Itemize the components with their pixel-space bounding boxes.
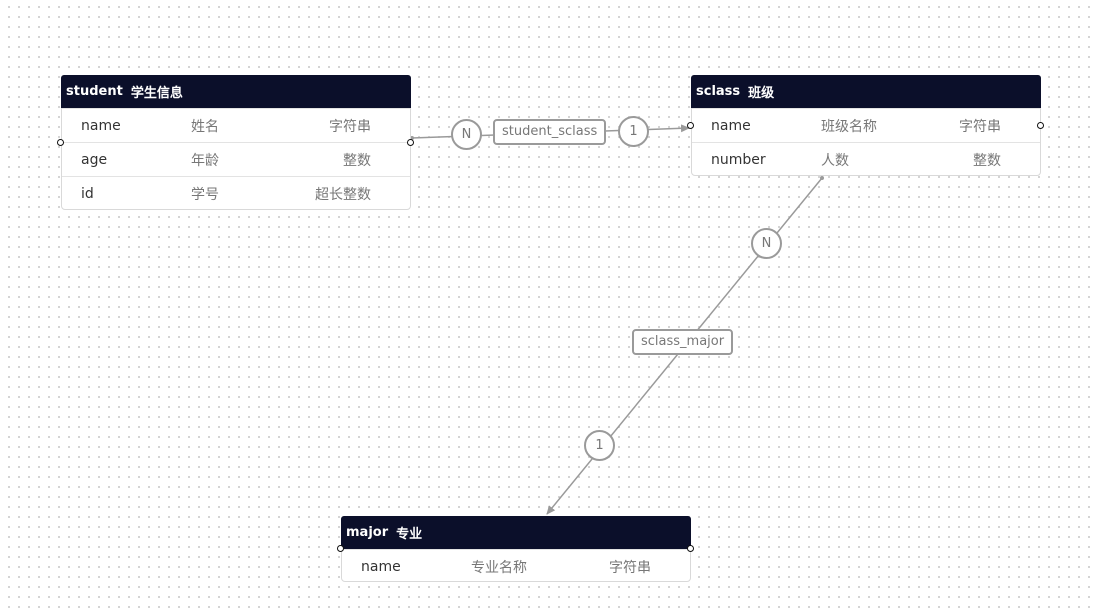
field-comment: 学号 (191, 186, 219, 203)
field-type: 字符串 (609, 559, 651, 576)
connection-port-left[interactable] (687, 122, 694, 129)
field-name: name (711, 117, 751, 134)
connection-port-left[interactable] (337, 545, 344, 552)
field-row[interactable]: id 学号 超长整数 (62, 176, 410, 210)
field-comment: 姓名 (191, 118, 219, 135)
entity-header[interactable]: major 专业 (341, 516, 691, 549)
edge-start-dot (820, 176, 824, 180)
relation-label[interactable]: sclass_major (632, 329, 734, 355)
entity-comment: 专业 (396, 527, 423, 542)
entity-student[interactable]: student 学生信息 name 姓名 字符串 age 年龄 整数 id 学号… (61, 75, 411, 210)
field-type: 字符串 (329, 118, 371, 135)
field-comment: 人数 (821, 152, 849, 169)
entity-major[interactable]: major 专业 name 专业名称 字符串 (341, 516, 691, 582)
field-name: id (81, 185, 94, 202)
cardinality-badge: N (751, 228, 782, 259)
field-name: name (361, 558, 401, 575)
entity-header[interactable]: sclass 班级 (691, 75, 1041, 108)
field-comment: 年龄 (191, 152, 219, 169)
field-row[interactable]: name 班级名称 字符串 (692, 108, 1040, 142)
cardinality-badge: 1 (584, 430, 615, 461)
field-comment: 专业名称 (471, 559, 527, 576)
entity-name: student (66, 84, 123, 99)
relation-label[interactable]: student_sclass (493, 119, 607, 145)
field-type: 整数 (973, 152, 1001, 169)
field-type: 超长整数 (315, 186, 371, 203)
entity-name: sclass (696, 84, 741, 99)
field-name: age (81, 151, 108, 168)
field-row[interactable]: name 专业名称 字符串 (342, 549, 690, 583)
cardinality-badge: N (451, 119, 482, 150)
connection-port-left[interactable] (57, 139, 64, 146)
field-type: 字符串 (959, 118, 1001, 135)
field-type: 整数 (343, 152, 371, 169)
cardinality-badge: 1 (618, 116, 649, 147)
entity-header[interactable]: student 学生信息 (61, 75, 411, 108)
field-row[interactable]: age 年龄 整数 (62, 142, 410, 176)
field-name: number (711, 151, 766, 168)
entity-comment: 学生信息 (130, 86, 183, 101)
connection-port-right[interactable] (687, 545, 694, 552)
field-name: name (81, 117, 121, 134)
field-row[interactable]: name 姓名 字符串 (62, 108, 410, 142)
connection-port-right[interactable] (1037, 122, 1044, 129)
field-row[interactable]: number 人数 整数 (692, 142, 1040, 176)
entity-sclass[interactable]: sclass 班级 name 班级名称 字符串 number 人数 整数 (691, 75, 1041, 176)
connection-port-right[interactable] (407, 139, 414, 146)
field-comment: 班级名称 (821, 118, 877, 135)
entity-name: major (346, 525, 389, 540)
entity-comment: 班级 (748, 86, 775, 101)
